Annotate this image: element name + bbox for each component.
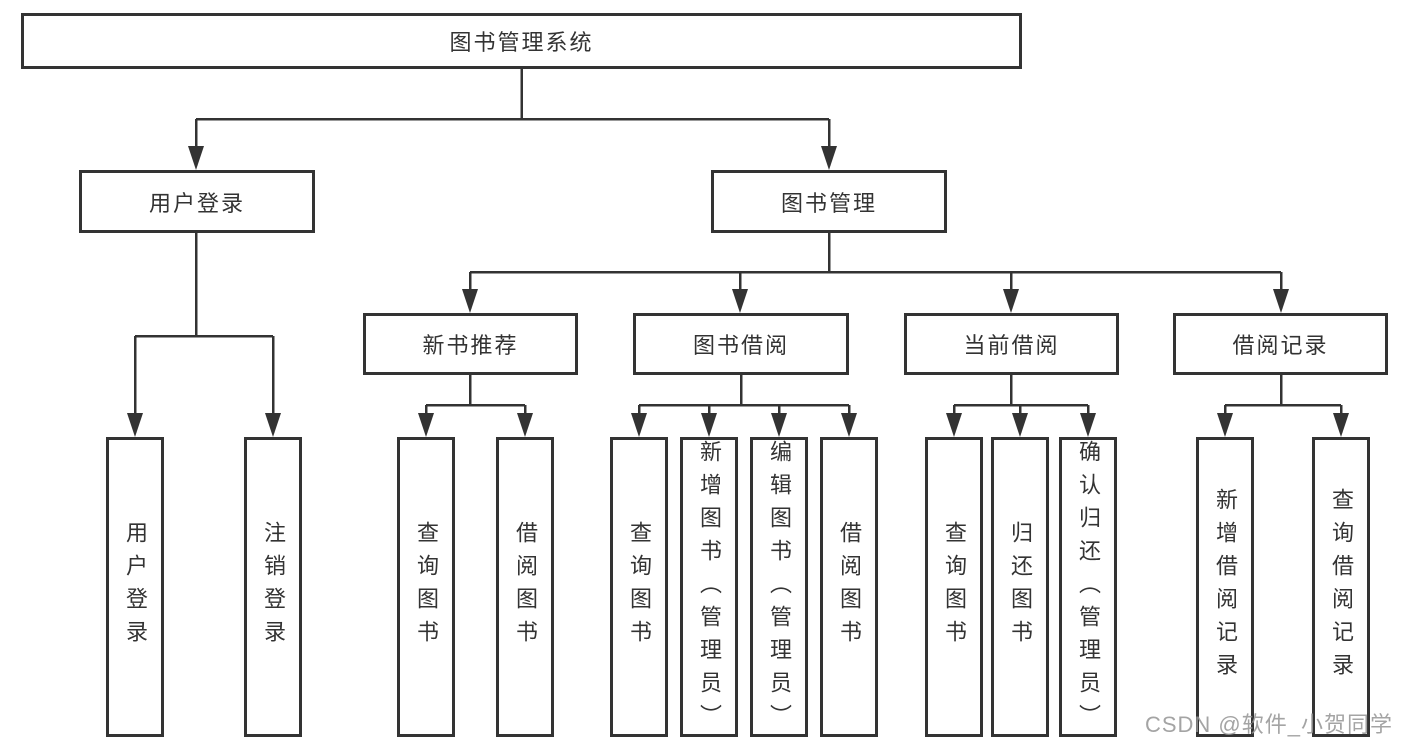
node-leaf-logout: 注销登录: [244, 437, 302, 737]
wires-root-to-level2: [188, 69, 837, 170]
node-leaf-borrow-books: 借阅图书: [820, 437, 878, 737]
node-leaf-user-login: 用户登录: [106, 437, 164, 737]
node-book-borrowing: 图书借阅: [633, 313, 849, 375]
arrowhead: [462, 289, 478, 313]
node-leaf-query-books-borrow: 查询图书: [610, 437, 668, 737]
arrowhead: [127, 413, 143, 437]
watermark: CSDN @软件_小贺同学: [1144, 712, 1393, 737]
arrowhead: [1080, 413, 1096, 437]
wires-book-borrow-to-leaves: [631, 375, 857, 437]
node-new-book-recommend: 新书推荐: [363, 313, 578, 375]
arrowhead: [188, 146, 204, 170]
node-leaf-borrow-books-recommend: 借阅图书: [496, 437, 554, 737]
node-user-login: 用户登录: [79, 170, 315, 233]
node-leaf-confirm-return-admin: 确认归还（管理员）: [1059, 437, 1117, 737]
node-leaf-add-borrow-record: 新增借阅记录: [1196, 437, 1254, 737]
arrowhead: [517, 413, 533, 437]
node-root: 图书管理系统: [21, 13, 1022, 69]
wires-record-to-leaves: [1217, 375, 1349, 437]
node-current-borrowing: 当前借阅: [904, 313, 1119, 375]
wires-current-borrow-to-leaves: [946, 375, 1096, 437]
arrowhead: [946, 413, 962, 437]
arrowhead: [1012, 413, 1028, 437]
wires-book-management-to-level3: [462, 233, 1289, 313]
arrowhead: [1273, 289, 1289, 313]
arrowhead: [732, 289, 748, 313]
node-leaf-return-books: 归还图书: [991, 437, 1049, 737]
arrowhead: [631, 413, 647, 437]
arrowhead: [265, 413, 281, 437]
node-borrowing-records: 借阅记录: [1173, 313, 1388, 375]
arrowhead: [771, 413, 787, 437]
arrowhead: [841, 413, 857, 437]
node-leaf-query-books-recommend: 查询图书: [397, 437, 455, 737]
arrowhead: [821, 146, 837, 170]
node-leaf-edit-books-admin: 编辑图书（管理员）: [750, 437, 808, 737]
node-leaf-add-books-admin: 新增图书（管理员）: [680, 437, 738, 737]
arrowhead: [1003, 289, 1019, 313]
node-leaf-query-borrow-record: 查询借阅记录: [1312, 437, 1370, 737]
wires-new-book-to-leaves: [418, 375, 533, 437]
arrowhead: [701, 413, 717, 437]
node-leaf-query-books-current: 查询图书: [925, 437, 983, 737]
wires-user-login-to-leaves: [127, 233, 281, 437]
node-book-management: 图书管理: [711, 170, 947, 233]
arrowhead: [1333, 413, 1349, 437]
arrowhead: [418, 413, 434, 437]
arrowhead: [1217, 413, 1233, 437]
